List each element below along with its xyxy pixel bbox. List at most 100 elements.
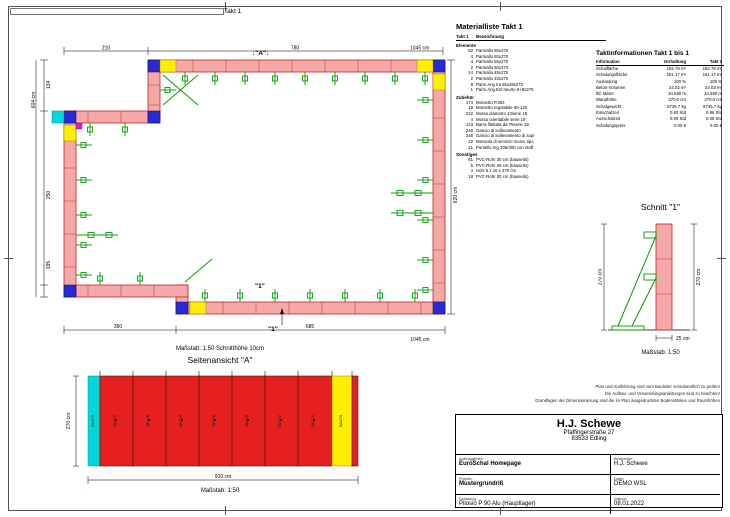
- svg-text:90x270: 90x270: [179, 415, 183, 427]
- corner-element: [63, 284, 77, 298]
- section-wall: [655, 223, 673, 331]
- formwork-walls: [63, 59, 446, 315]
- section-dimensions: 270 cm 270 cm 25 cm: [598, 223, 702, 342]
- note-line: Plan und Ausführung sind vom Bauleiter v…: [595, 384, 720, 389]
- section-marker-1: "1": [255, 283, 265, 290]
- company-city: 83533 Edling: [571, 436, 607, 442]
- section-view: 270 cm 270 cm 25 cm: [598, 223, 702, 342]
- material-list: Materialliste Takt 1 Takt 1 Bezeichnung …: [456, 22, 606, 179]
- svg-text:90x270: 90x270: [146, 415, 150, 427]
- material-col-count: Takt 1: [456, 34, 469, 39]
- material-list-header: Takt 1 Bezeichnung: [456, 34, 606, 41]
- floor-plan: 210 780 1045 cm 134 250 195 604 cm 620 c…: [31, 46, 459, 344]
- diagonal-brace: [162, 74, 199, 106]
- special-elements: [51, 59, 446, 315]
- corner-element: [63, 110, 77, 124]
- trim-box: [10, 8, 224, 15]
- diagonal-brace: [184, 258, 213, 283]
- note-line: Die Aufbau- und Verwendungsanleitungen s…: [604, 390, 720, 396]
- fold-mark: [500, 2, 501, 11]
- fold-mark: [225, 2, 226, 11]
- side-panel-red-end: [351, 375, 359, 467]
- panel-joints: [99, 371, 353, 466]
- section-arrow: [280, 308, 284, 314]
- title-block-field: Datum:08.01.2022: [610, 494, 720, 514]
- takt-col: Takt 1: [709, 59, 722, 64]
- corner-post: [75, 122, 83, 130]
- view-marker-a: ↓"A"↓: [252, 50, 269, 57]
- dim-label: 210: [102, 46, 111, 52]
- note-line: Grundlagen der Dimensionierung sind die …: [535, 397, 720, 403]
- compensation-element: [416, 59, 434, 73]
- wall-bottom: [175, 301, 446, 315]
- svg-text:90x270: 90x270: [278, 415, 282, 427]
- wall-bottom-left: [63, 284, 189, 298]
- svg-text:90x270: 90x270: [311, 415, 315, 427]
- takt-title: Takt 1: [224, 8, 242, 15]
- dim-label: 780: [291, 46, 300, 52]
- panel-joints: [64, 60, 445, 314]
- plan-notes: Plan und Ausführung sind vom Bauleiter v…: [420, 384, 720, 405]
- compensation-element: [189, 301, 207, 315]
- title-block-header: H.J. Schewe Pfaffingerstraße 27 83533 Ed…: [456, 415, 722, 454]
- svg-text:90x270: 90x270: [113, 415, 117, 427]
- braces: [75, 71, 434, 303]
- corner-element: [175, 301, 189, 315]
- wall-upper-left: [63, 110, 161, 124]
- title-block: H.J. Schewe Pfaffingerstraße 27 83533 Ed…: [455, 414, 723, 514]
- section-view-scale: Maßstab: 1:50: [641, 350, 680, 356]
- corner-element: [432, 301, 446, 315]
- section-view-title: Schnitt "1": [640, 202, 681, 212]
- plan-markers: ↓"A"↓ "1" "1": [252, 50, 284, 333]
- panel-joints: [656, 258, 672, 295]
- takt-col: Information: [596, 59, 620, 64]
- material-section-header: Sonstiges: [456, 152, 478, 158]
- section-braces: [611, 231, 657, 331]
- corner-element: [147, 59, 161, 73]
- material-col-name: Bezeichnung: [476, 34, 505, 39]
- svg-text:50x270: 50x270: [91, 415, 95, 427]
- panel-labels: 90x270 90x270 90x270 90x270 90x270 90x27…: [91, 415, 343, 427]
- section-marker-1: "1": [268, 326, 278, 333]
- side-view-dimensions: 270 cm 910 cm: [66, 375, 359, 484]
- plan-scale-note: Maßstab: 1:50 Schnitthöhe 10cm: [175, 346, 265, 352]
- dim-label: 270 cm: [598, 269, 604, 285]
- side-view-scale: Maßstab: 1:50: [200, 488, 240, 494]
- dim-label: 195: [46, 261, 52, 270]
- wall-top: [147, 59, 444, 73]
- fold-mark: [500, 506, 501, 515]
- dim-label: 620 cm: [453, 187, 459, 203]
- dim-label: 270 cm: [696, 269, 702, 285]
- title-block-field: Bearbeiter:H.J. Schewe: [610, 454, 720, 474]
- wall-right: [432, 59, 446, 315]
- takt-info-header: Information Vorhaltung Takt 1: [596, 59, 724, 66]
- svg-text:90x270: 90x270: [212, 415, 216, 427]
- dim-label: 910 cm: [215, 474, 231, 480]
- corner-element: [432, 59, 446, 73]
- dim-label: 1045 cm: [410, 46, 429, 52]
- dim-label: 685: [306, 324, 315, 330]
